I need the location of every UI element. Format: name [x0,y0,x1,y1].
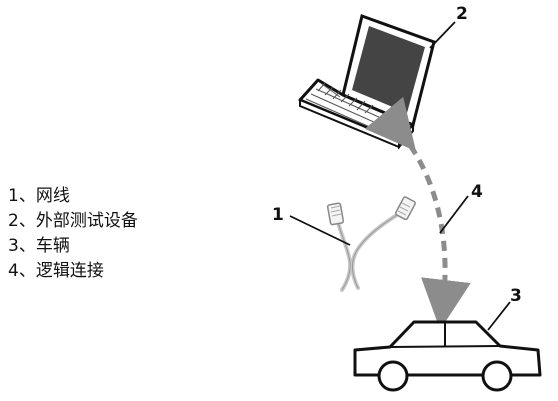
network-cable-icon [326,196,416,292]
car-icon [353,320,542,392]
legend-item-cable: 1、网线 [8,186,70,206]
legend-item-vehicle: 3、车辆 [8,236,70,256]
laptop-icon [298,14,436,150]
callout-number-laptop: 2 [456,4,468,24]
legend-item-logical-connection: 4、逻辑连接 [8,261,104,281]
callout-line-cable [289,215,351,246]
callout-line-vehicle [487,301,511,331]
callout-line-link [439,195,469,234]
legend-item-test-equipment: 2、外部测试设备 [8,211,138,231]
callout-number-vehicle: 3 [510,286,522,306]
callout-number-cable: 1 [272,205,284,225]
callout-line-laptop [429,21,456,49]
callout-number-link: 4 [471,182,483,202]
dashed-arrow-icon [364,96,471,330]
legend-list: 1、网线 2、外部测试设备 3、车辆 4、逻辑连接 [8,184,138,284]
